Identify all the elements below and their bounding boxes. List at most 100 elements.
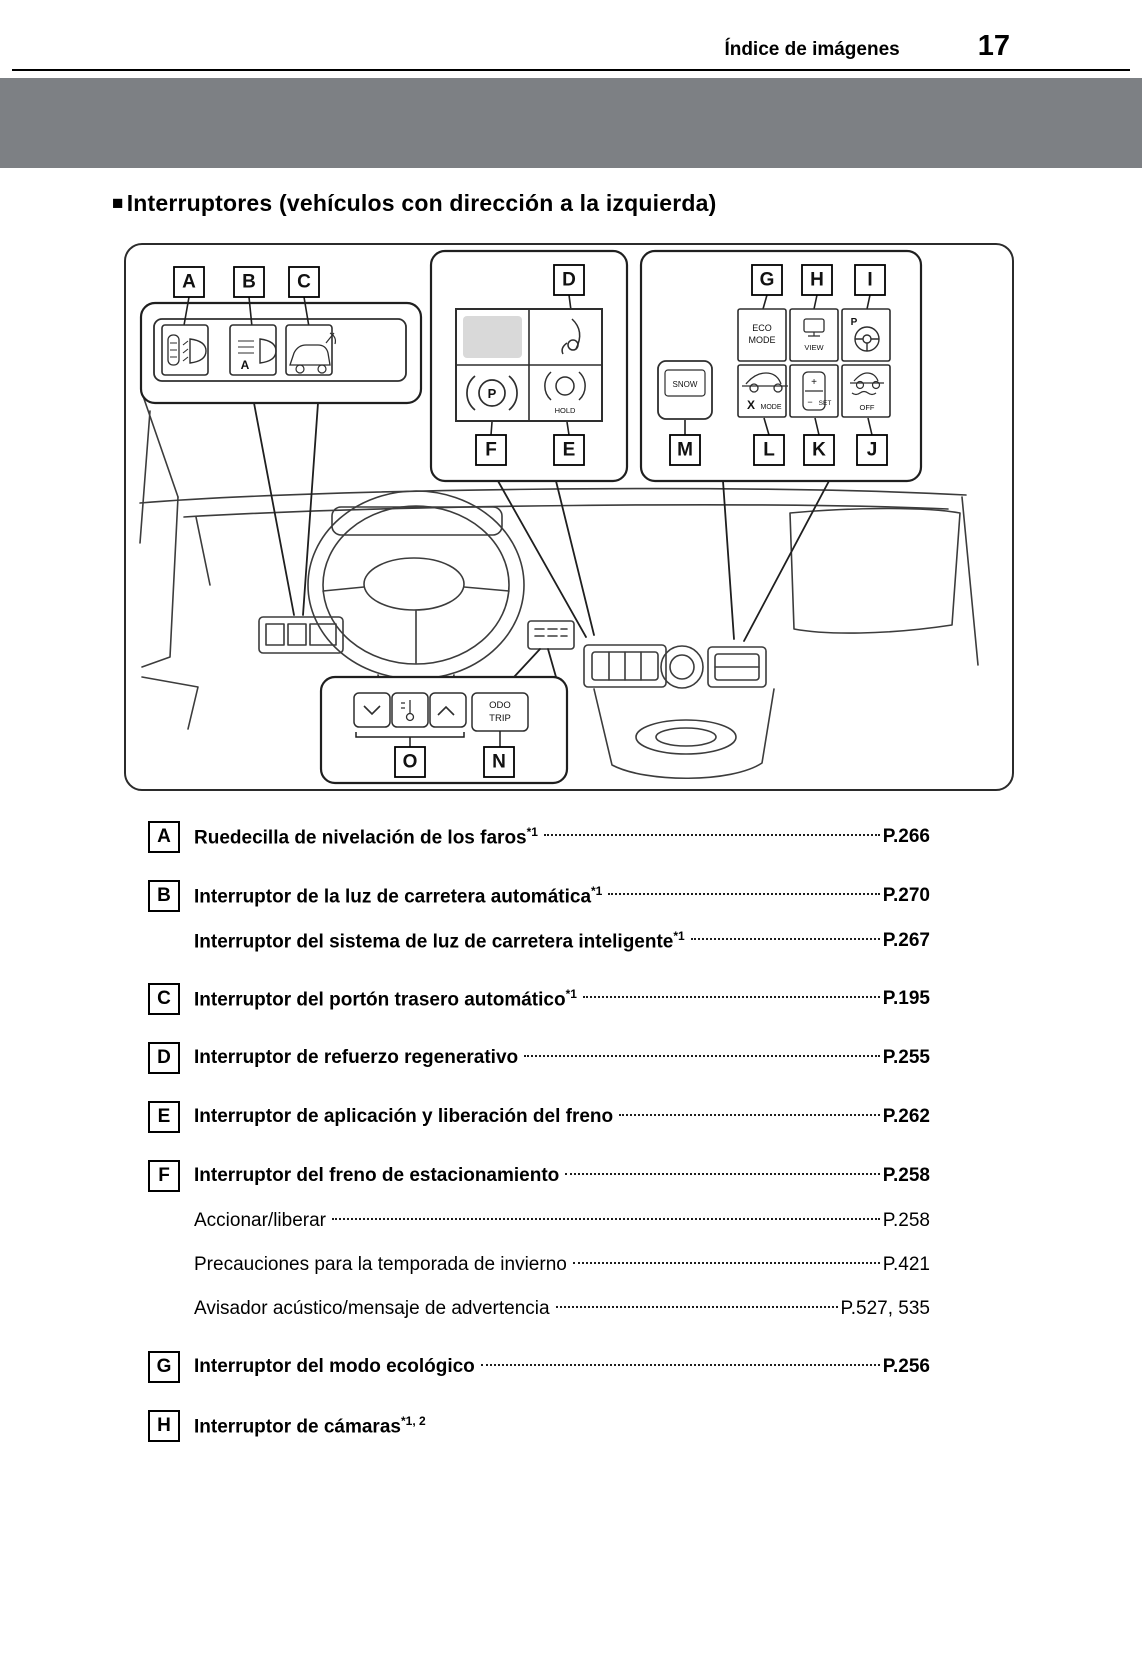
page-reference: P.266 [882, 826, 930, 847]
callout-label-m: M [677, 440, 693, 461]
section-marker-square: ■ [112, 192, 124, 214]
right-callout: ECO MODE VIEW P [639, 249, 923, 483]
temp-down-button [353, 692, 391, 728]
index-entry-text: Accionar/liberar [194, 1210, 326, 1231]
chevron-up-icon [437, 705, 455, 716]
footnote-marker: *1 [673, 928, 685, 943]
middle-callout: P HOLD D F E [429, 249, 629, 483]
callout-tails [253, 402, 830, 678]
index-entry-text: Interruptor de refuerzo regenerativo [194, 1047, 519, 1068]
snow-text: SNOW [673, 380, 698, 389]
page-reference: P.195 [882, 988, 930, 1009]
center-console [583, 644, 775, 780]
set-switch-button: + − SET [789, 364, 839, 418]
footnote-marker: *1 [591, 883, 603, 898]
page-reference: P.255 [882, 1047, 930, 1068]
index-row: Interruptor del sistema de luz de carret… [148, 926, 930, 956]
auto-beam-a-letter: A [241, 358, 250, 372]
footnote-marker: *1 [526, 824, 538, 839]
eco-mode-text: MODE [749, 335, 776, 345]
page-reference: P.258 [882, 1210, 930, 1231]
page-number: 17 [977, 30, 1010, 62]
label-leader-lines [684, 294, 873, 436]
auto-high-beam-icon [259, 338, 277, 364]
index-entry-text: Interruptor de la luz de carretera autom… [194, 883, 603, 908]
snow-mode-button: SNOW [657, 360, 713, 420]
skid-car-icon [850, 372, 884, 396]
dot-leader [619, 1113, 880, 1116]
glovebox-outline [789, 507, 961, 634]
dashboard-art [139, 392, 979, 780]
eco-text: ECO [752, 323, 772, 333]
index-entry-text: Interruptor del freno de estacionamiento [194, 1165, 560, 1186]
dot-leader [555, 1305, 838, 1308]
callout-label-l: L [763, 440, 775, 461]
temperature-button [391, 692, 429, 728]
callout-labels-on: O N [394, 746, 515, 778]
callout-label-i: I [867, 270, 872, 291]
off-text: OFF [860, 403, 875, 412]
page-reference: P.256 [882, 1356, 930, 1377]
callout-label-e: E [563, 440, 576, 461]
callout-labels-def: D F E [475, 264, 585, 466]
page-reference: P.270 [882, 885, 930, 906]
switch-diagram: A A B C [124, 243, 1014, 791]
page-reference: P.258 [882, 1165, 930, 1186]
callout-label-h: H [810, 270, 824, 291]
steer-p-letter: P [851, 317, 858, 328]
callout-label-b: B [242, 272, 256, 293]
index-entry-text: Interruptor de aplicación y liberación d… [194, 1106, 614, 1127]
manual-page: Índice de imágenes 17 ■Interruptores (ve… [0, 30, 1142, 1442]
dot-leader [480, 1363, 880, 1366]
bottom-callout: ODO TRIP O N [319, 675, 569, 785]
section-title: ■Interruptores (vehículos con dirección … [112, 190, 1142, 217]
header-title: Índice de imágenes [724, 39, 900, 60]
brake-hold-icon: HOLD [544, 371, 586, 415]
power-tailgate-button [285, 324, 337, 376]
view-text: VIEW [804, 343, 824, 352]
page-reference: P.421 [882, 1254, 930, 1275]
eco-mode-button: ECO MODE [737, 308, 787, 362]
index-row: Precauciones para la temporada de invier… [148, 1250, 930, 1280]
header-rule [12, 69, 1130, 71]
xmode-car-icon [742, 372, 788, 393]
hold-text: HOLD [555, 406, 576, 415]
dot-leader [332, 1217, 880, 1220]
section-title-text: Interruptores (vehículos con dirección a… [126, 190, 717, 216]
odo-trip-button: ODO TRIP [471, 692, 529, 732]
page-reference: P.527, 535 [840, 1298, 930, 1319]
stability-off-button: OFF [841, 364, 891, 418]
dot-leader [608, 892, 880, 895]
callout-label-j: J [867, 440, 878, 461]
dot-leader [582, 995, 880, 998]
index-entry-text: Interruptor del portón trasero automátic… [194, 986, 577, 1011]
page-reference: P.262 [882, 1106, 930, 1127]
odo-text: ODO [489, 700, 511, 711]
thermometer-icon [401, 700, 415, 722]
footnote-marker: *1 [565, 986, 577, 1001]
steering-wheel-icon [854, 326, 880, 352]
callout-label-c: C [297, 272, 311, 293]
headlight-icon [189, 338, 207, 364]
item-letter-box: A [148, 821, 180, 853]
park-p-letter: P [488, 386, 497, 401]
index-entry-text: Interruptor del modo ecológico [194, 1356, 475, 1377]
camera-view-button: VIEW [789, 308, 839, 362]
temp-up-button [429, 692, 467, 728]
trip-text: TRIP [489, 713, 511, 724]
index-entry-text: Interruptor del sistema de luz de carret… [194, 928, 685, 953]
section-banner [0, 78, 1142, 168]
dot-leader [690, 937, 880, 940]
x-mode-button: X MODE [737, 364, 788, 418]
dot-leader [565, 1172, 880, 1175]
regen-paddle-icon [561, 318, 581, 355]
footnote-marker: *1, 2 [400, 1413, 426, 1428]
index-row: Accionar/liberar P.258 [148, 1206, 930, 1236]
